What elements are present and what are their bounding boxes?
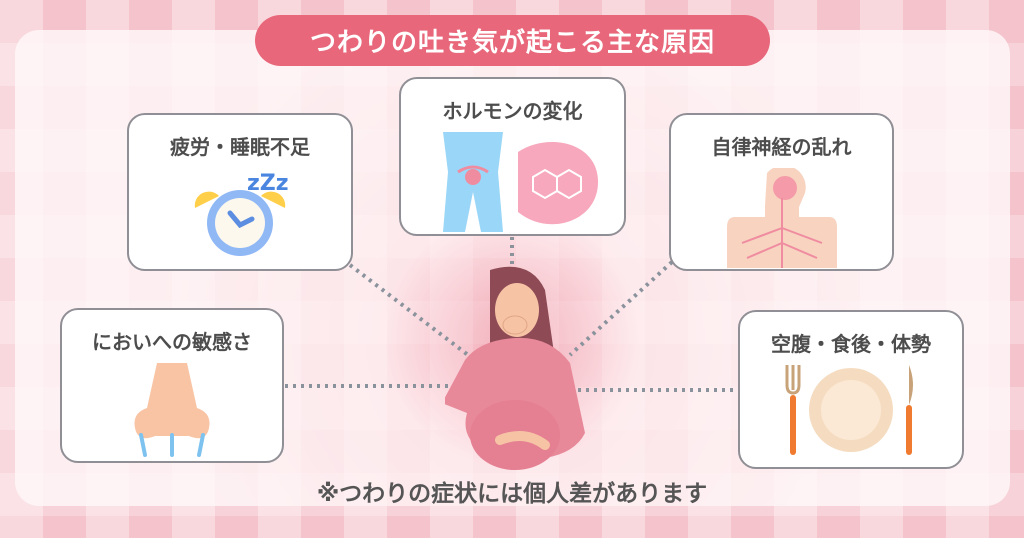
footnote: ※つわりの症状には個人差があります xyxy=(316,481,708,507)
cause-label: ホルモンの変化 xyxy=(442,99,583,123)
cause-card-smell: においへの敏感さ xyxy=(60,308,284,463)
connector-fatigue xyxy=(348,263,470,357)
nervous-system-icon xyxy=(726,168,837,268)
pregnant-woman-illustration xyxy=(445,266,585,470)
page-title: つわりの吐き気が起こる主な原因 xyxy=(255,15,770,66)
nose-icon xyxy=(134,363,210,457)
svg-text:zZz: zZz xyxy=(247,171,289,196)
hormone-uterus-icon xyxy=(442,132,598,232)
alarm-clock-sleep-icon: zZz xyxy=(194,171,289,256)
cause-card-stomach: 空腹・食後・体勢 xyxy=(738,310,964,469)
cause-label: においへの敏感さ xyxy=(92,330,252,354)
cause-card-hormone: ホルモンの変化 xyxy=(399,77,626,236)
plate-cutlery-icon xyxy=(785,365,913,455)
cause-label: 自律神経の乱れ xyxy=(711,135,852,159)
cause-card-fatigue: 疲労・睡眠不足 zZz xyxy=(127,113,353,271)
cause-label: 空腹・食後・体勢 xyxy=(771,332,931,356)
cause-card-autonomic: 自律神経の乱れ xyxy=(669,113,894,271)
cause-label: 疲労・睡眠不足 xyxy=(170,135,310,159)
